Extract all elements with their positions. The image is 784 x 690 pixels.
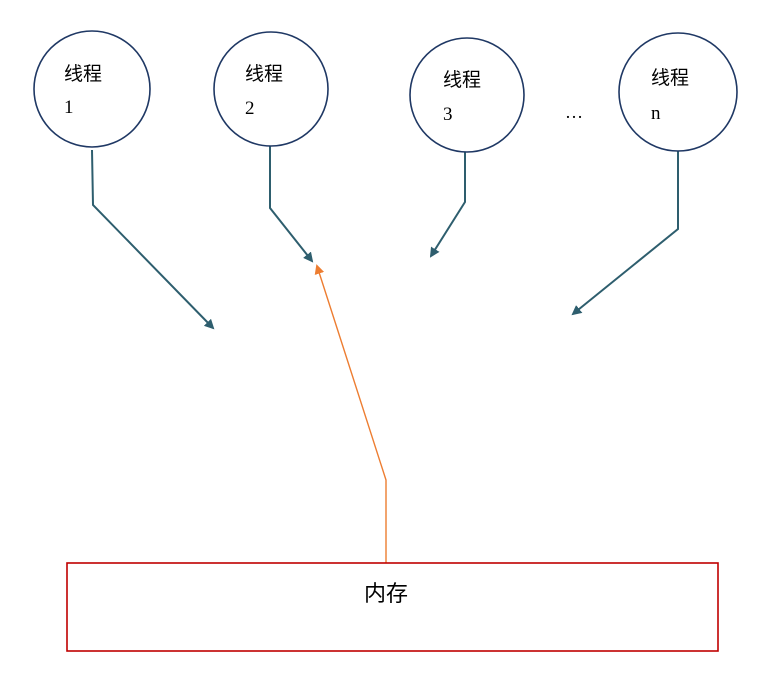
thread-1-title: 线程 (64, 63, 102, 85)
thread-3-number: 3 (443, 104, 453, 125)
thread-2-arrow (269, 146, 314, 263)
thread-n-arrow (571, 150, 679, 316)
memory-label: 内存 (364, 582, 408, 607)
thread-3-arrow (429, 150, 466, 258)
ellipsis: … (565, 102, 583, 122)
memory-arrow (314, 264, 387, 563)
thread-2-title: 线程 (245, 63, 283, 85)
thread-n-node: 线程 n (618, 32, 738, 152)
thread-2-node: 线程 2 (213, 31, 329, 147)
thread-2-circle (213, 31, 329, 147)
thread-3-circle (409, 37, 525, 153)
thread-n-number: n (651, 103, 661, 124)
memory-box (66, 562, 719, 652)
thread-1-arrow (91, 149, 215, 330)
thread-n-title: 线程 (651, 67, 689, 89)
thread-3-node: 线程 3 (409, 37, 525, 153)
thread-3-title: 线程 (443, 69, 481, 91)
thread-1-circle (33, 30, 151, 148)
thread-2-number: 2 (245, 98, 255, 119)
thread-1-node: 线程 1 (33, 30, 151, 148)
memory-node: 内存 (66, 562, 719, 652)
thread-1-number: 1 (64, 97, 74, 118)
thread-n-circle (618, 32, 738, 152)
